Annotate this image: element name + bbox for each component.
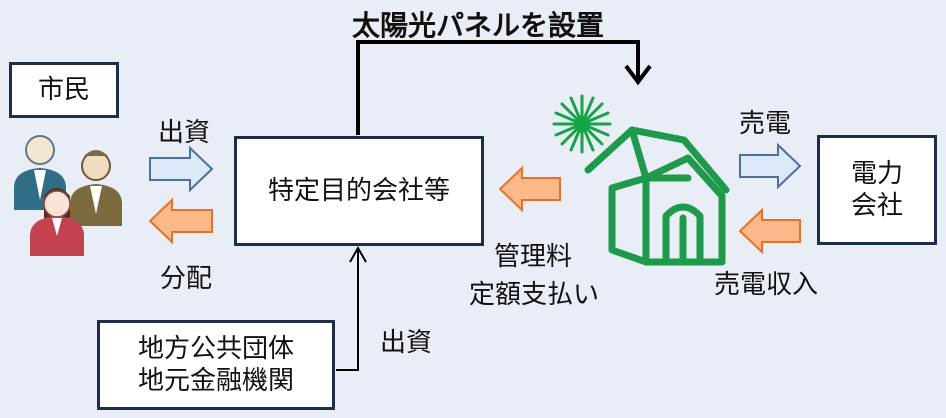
local-government-label-line2: 地元金融機関 (137, 366, 294, 396)
investment-citizens-label: 出資 (158, 118, 211, 148)
local-investment-connector (336, 248, 359, 371)
management-fee-label-line2: 定額支払い (469, 280, 600, 310)
power-sale-income-label: 売電収入 (714, 270, 819, 300)
management-fee-arrow (498, 165, 561, 213)
house-icon (584, 126, 730, 266)
distribution-arrow (148, 197, 213, 245)
power-income-arrow (738, 207, 801, 255)
investment-arrow (149, 145, 214, 193)
power-company-label-line1: 電力 (850, 158, 903, 189)
investment-local-label: 出資 (380, 328, 433, 358)
panel-install-arrowhead (624, 64, 652, 86)
local-investment-arrowhead (349, 245, 367, 263)
panel-install-connector (356, 40, 640, 135)
power-sale-arrow (739, 142, 802, 190)
power-company-label-line2: 会社 (850, 191, 903, 221)
people-icon (14, 135, 122, 256)
management-fee-label-line1: 管理料 (494, 242, 573, 272)
spc-box: 特定目的会社等 (234, 136, 484, 246)
citizens-box: 市民 (9, 62, 119, 118)
spc-label: 特定目的会社等 (267, 175, 450, 206)
local-government-label-line1: 地方公共団体 (137, 333, 294, 364)
power-company-box: 電力 会社 (817, 135, 937, 245)
local-government-box: 地方公共団体 地元金融機関 (97, 320, 335, 410)
diagram-title: 太陽光パネルを設置 (352, 9, 605, 42)
citizens-label: 市民 (37, 74, 90, 105)
power-sale-label: 売電 (739, 109, 792, 139)
sun-icon (552, 94, 612, 154)
distribution-label: 分配 (160, 264, 213, 294)
